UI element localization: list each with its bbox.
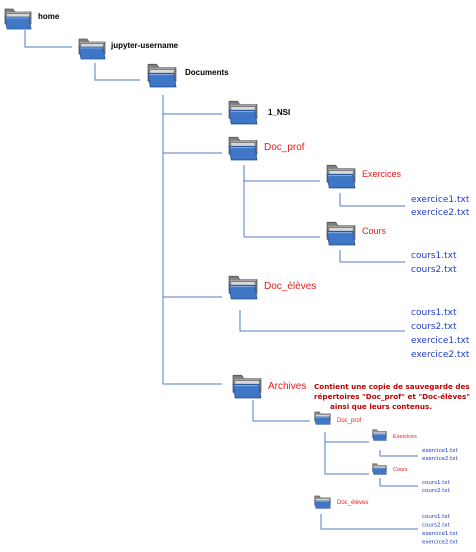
folder-icon — [314, 411, 331, 425]
file-label: cours1.txt — [411, 251, 457, 261]
file-label: exercice1.txt — [411, 195, 470, 205]
folder-label-exercices: Exercices — [362, 169, 402, 179]
folder-icon — [228, 100, 258, 125]
file-label: exercice1.txt — [422, 448, 459, 454]
connector-archives-contents — [252, 400, 310, 422]
file-label: exercice1.txt — [422, 531, 459, 537]
folder-label-documents: Documents — [185, 68, 229, 77]
archives-description-note: répertoires "Doc_prof" et "Doc-élèves" — [314, 392, 470, 401]
connector-archive-doc-prof — [324, 432, 369, 475]
file-label: exercice2.txt — [422, 540, 459, 546]
connector-archive-doc-eleves-files — [320, 514, 418, 530]
folder-label-1-nsi: 1_NSI — [268, 108, 290, 117]
file-label: exercice2.txt — [422, 456, 459, 462]
file-label: cours2.txt — [411, 265, 457, 275]
connector-archive-exercices-files — [379, 450, 418, 457]
file-label: cours2.txt — [422, 523, 451, 529]
folder-icon — [326, 164, 356, 189]
folder-icon — [372, 463, 387, 475]
file-label: cours1.txt — [422, 514, 451, 520]
folder-icon — [78, 38, 106, 60]
folder-icon — [4, 8, 32, 30]
file-label: exercice2.txt — [411, 350, 470, 360]
file-label: cours1.txt — [411, 308, 457, 318]
file-label: exercice2.txt — [411, 208, 470, 218]
file-label: exercice1.txt — [411, 336, 470, 346]
connector-archive-cours-files — [379, 478, 418, 487]
folder-icon — [326, 221, 356, 246]
tree-connectors — [24, 30, 418, 530]
archives-description-note: ainsi que leurs contenus. — [330, 402, 432, 411]
connector-cours-files — [339, 250, 405, 263]
folder-icon — [372, 429, 387, 441]
folder-label-archive-exercices: Exercices — [393, 434, 417, 440]
folder-label-jupyter-username: jupyter-username — [110, 41, 179, 50]
file-label: cours1.txt — [422, 480, 451, 486]
connector-exercices-files — [339, 193, 405, 207]
folder-icon — [228, 275, 258, 300]
folder-label-archive-cours: Cours — [393, 467, 408, 473]
folder-icon — [232, 374, 262, 399]
folder-label-archives: Archives — [268, 381, 306, 392]
archives-description-note: Contient une copie de sauvegarde des — [314, 382, 470, 391]
folder-icons — [4, 8, 387, 509]
folder-label-doc-prof: Doc_prof — [264, 142, 305, 153]
connector-doc-eleves-files — [239, 310, 405, 332]
file-label: cours2.txt — [411, 322, 457, 332]
folder-label-archive-doc-eleves: Doc_élèves — [337, 500, 368, 506]
folder-icon — [147, 63, 177, 88]
folder-icon — [228, 136, 258, 161]
connector-jupyter-documents — [94, 63, 140, 81]
folder-label-cours: Cours — [362, 226, 387, 236]
folder-icon — [314, 495, 331, 509]
connector-home-jupyter — [24, 30, 72, 48]
folder-label-home: home — [38, 12, 60, 21]
file-label: cours2.txt — [422, 488, 451, 494]
folder-label-doc-eleves: Doc_élèves — [264, 281, 316, 292]
folder-label-archive-doc-prof: Doc_prof — [337, 418, 362, 424]
